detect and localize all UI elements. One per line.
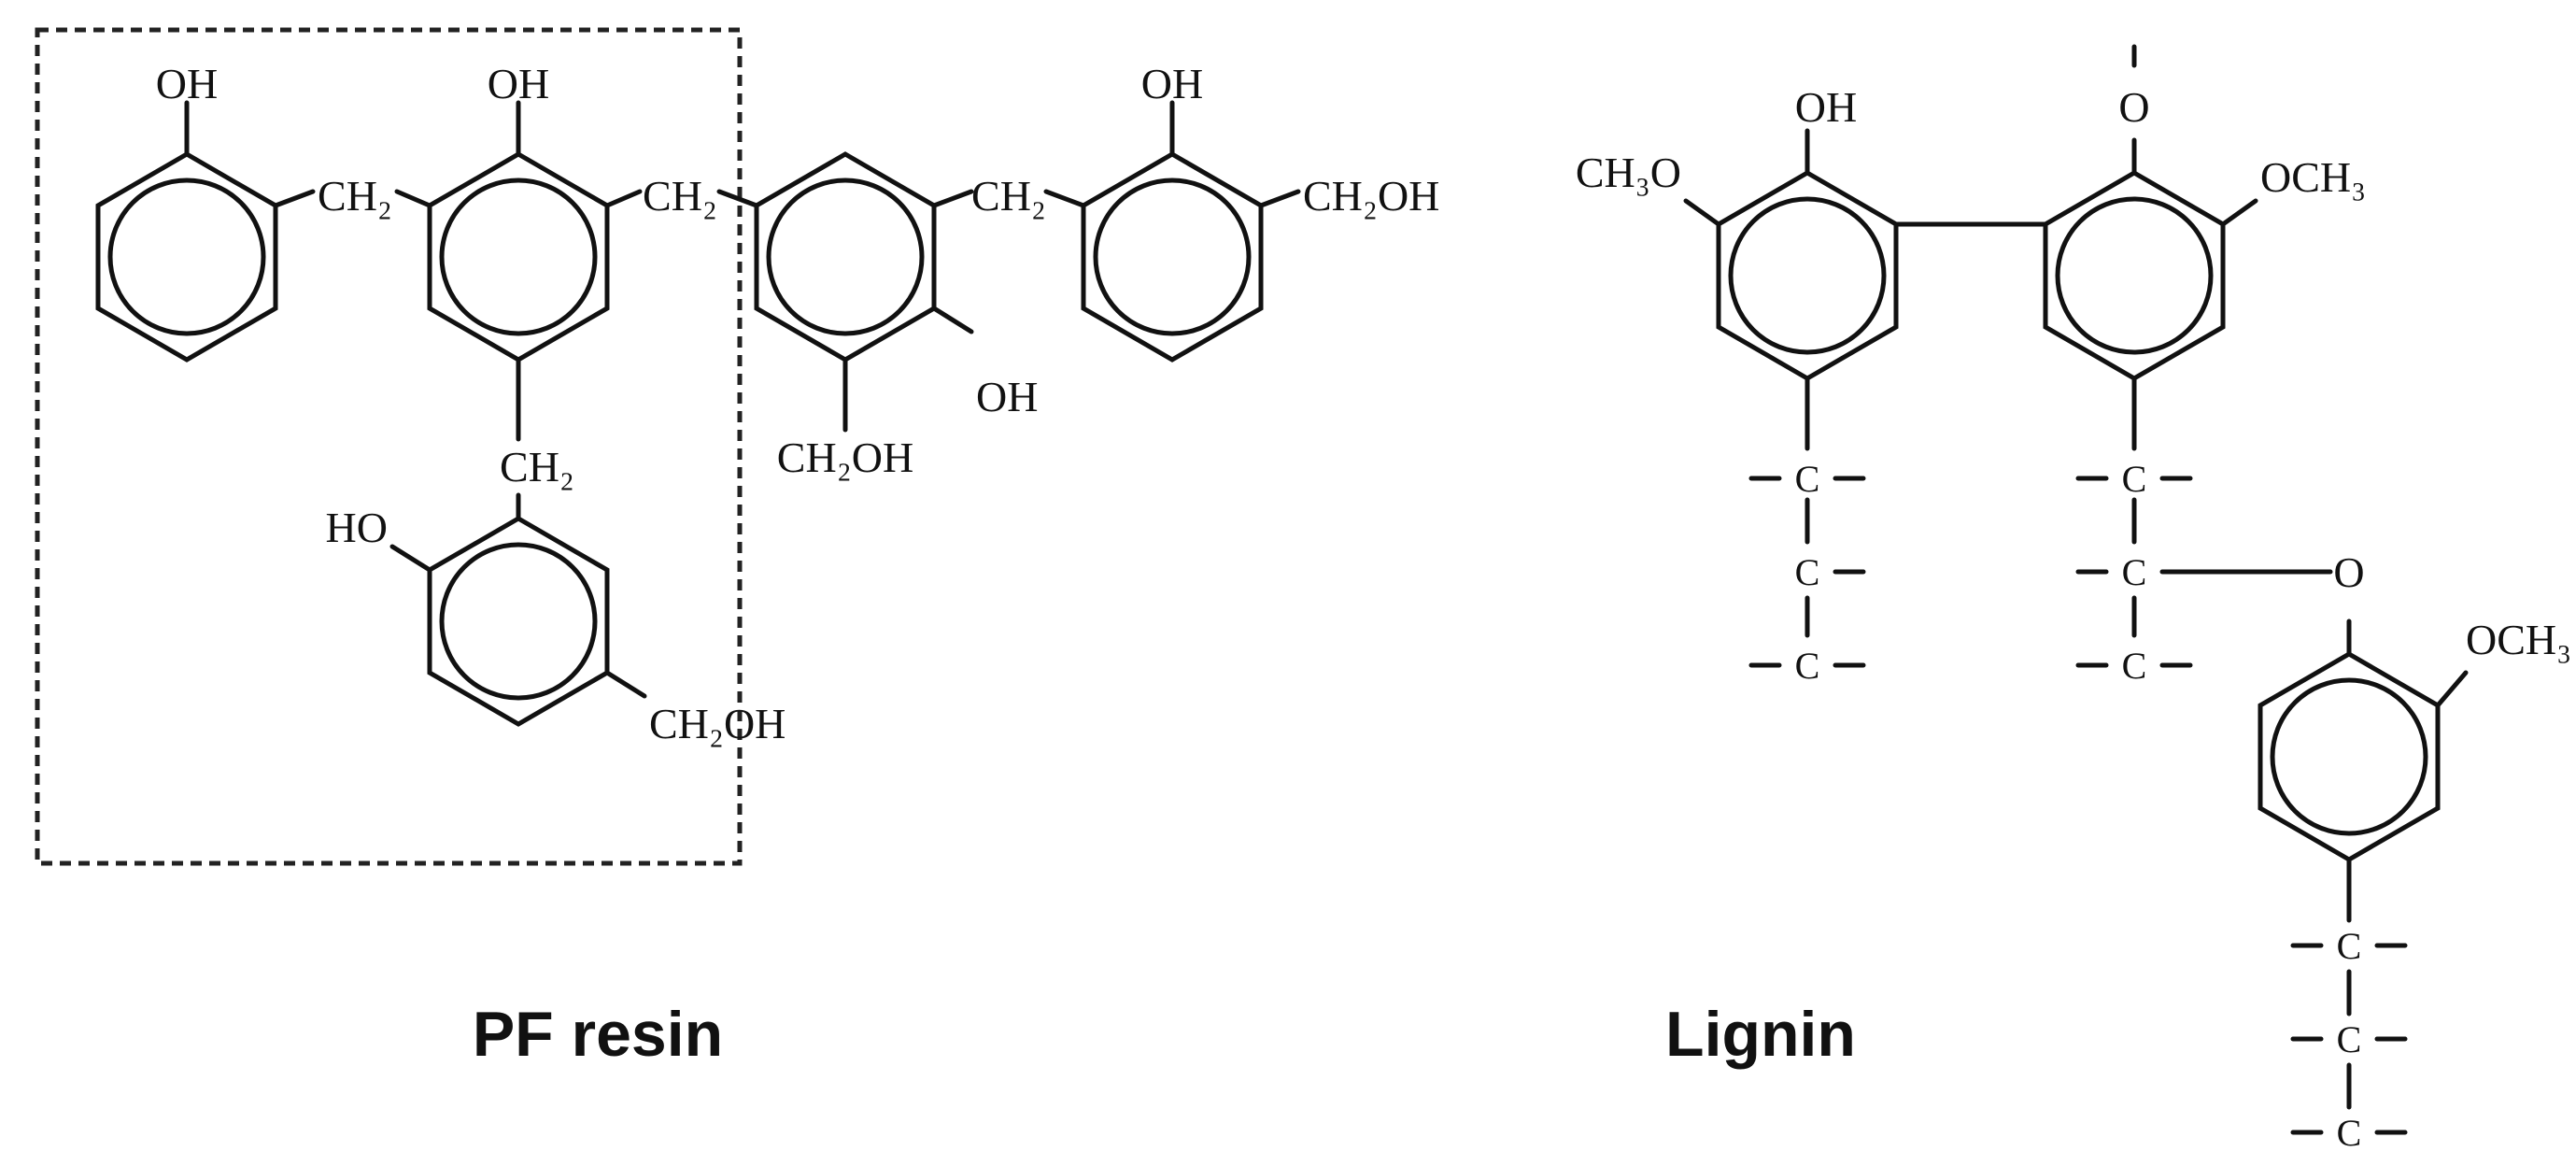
lignin-caption: Lignin xyxy=(1665,999,1856,1070)
lignin-ring-1 xyxy=(1716,170,1899,381)
lignin-och3-label-2: OCH₃ xyxy=(2466,616,2571,663)
lignin-ring-3 xyxy=(2258,651,2441,862)
lignin-o-link-label: O xyxy=(2333,548,2364,596)
benzene-ring-a xyxy=(95,151,278,363)
pf-oh-label-2: OH xyxy=(488,60,549,107)
benzene-ring-d xyxy=(1081,151,1264,363)
pf-ch2-label-3: CH₂ xyxy=(971,172,1046,220)
lignin-c-label: C xyxy=(1795,645,1820,687)
pf-oh-label-1: OH xyxy=(156,60,218,107)
pf-ch2-label-1: CH₂ xyxy=(318,172,392,220)
benzene-ring-e xyxy=(427,516,610,727)
repeat-unit-box xyxy=(35,27,743,866)
benzene-ring-c xyxy=(754,151,937,363)
pf-ch2oh-label-1: CH₂OH xyxy=(1303,172,1439,220)
lignin-c-label: C xyxy=(1795,551,1820,593)
lignin-c-label: C xyxy=(2122,551,2147,593)
lignin-o-top-label: O xyxy=(2118,83,2149,131)
lignin-c-label: C xyxy=(2122,458,2147,500)
pf-ch2oh-label-3: CH₂OH xyxy=(649,700,786,747)
pf-resin-structure: OH OH OH CH₂ CH₂ CH₂ CH₂OH OH CH₂OH CH₂ … xyxy=(95,60,1439,1070)
lignin-c-label: C xyxy=(2122,645,2147,687)
benzene-ring-b xyxy=(427,151,610,363)
pf-ch2-label-4: CH₂ xyxy=(500,443,574,491)
pf-oh-label-3: OH xyxy=(1141,60,1203,107)
lignin-ch3o-label: CH₃O xyxy=(1576,149,1681,196)
lignin-och3-label-1: OCH₃ xyxy=(2260,153,2366,201)
pf-resin-caption: PF resin xyxy=(473,999,723,1070)
lignin-c-label: C xyxy=(2337,1018,2362,1060)
lignin-structure: OH CH₃O O OCH₃ O OCH₃ C C C C C C C C C … xyxy=(1576,44,2571,1154)
pf-ho-label: HO xyxy=(326,504,388,551)
pf-ch2oh-label-2: CH₂OH xyxy=(777,434,913,481)
pf-oh-label-4: OH xyxy=(976,373,1038,420)
lignin-c-label: C xyxy=(2337,1112,2362,1154)
lignin-oh-label: OH xyxy=(1795,83,1857,131)
lignin-c-label: C xyxy=(2337,925,2362,967)
lignin-c-label: C xyxy=(1795,458,1820,500)
lignin-ring-2 xyxy=(2043,170,2226,381)
pf-ch2-label-2: CH₂ xyxy=(643,172,717,220)
